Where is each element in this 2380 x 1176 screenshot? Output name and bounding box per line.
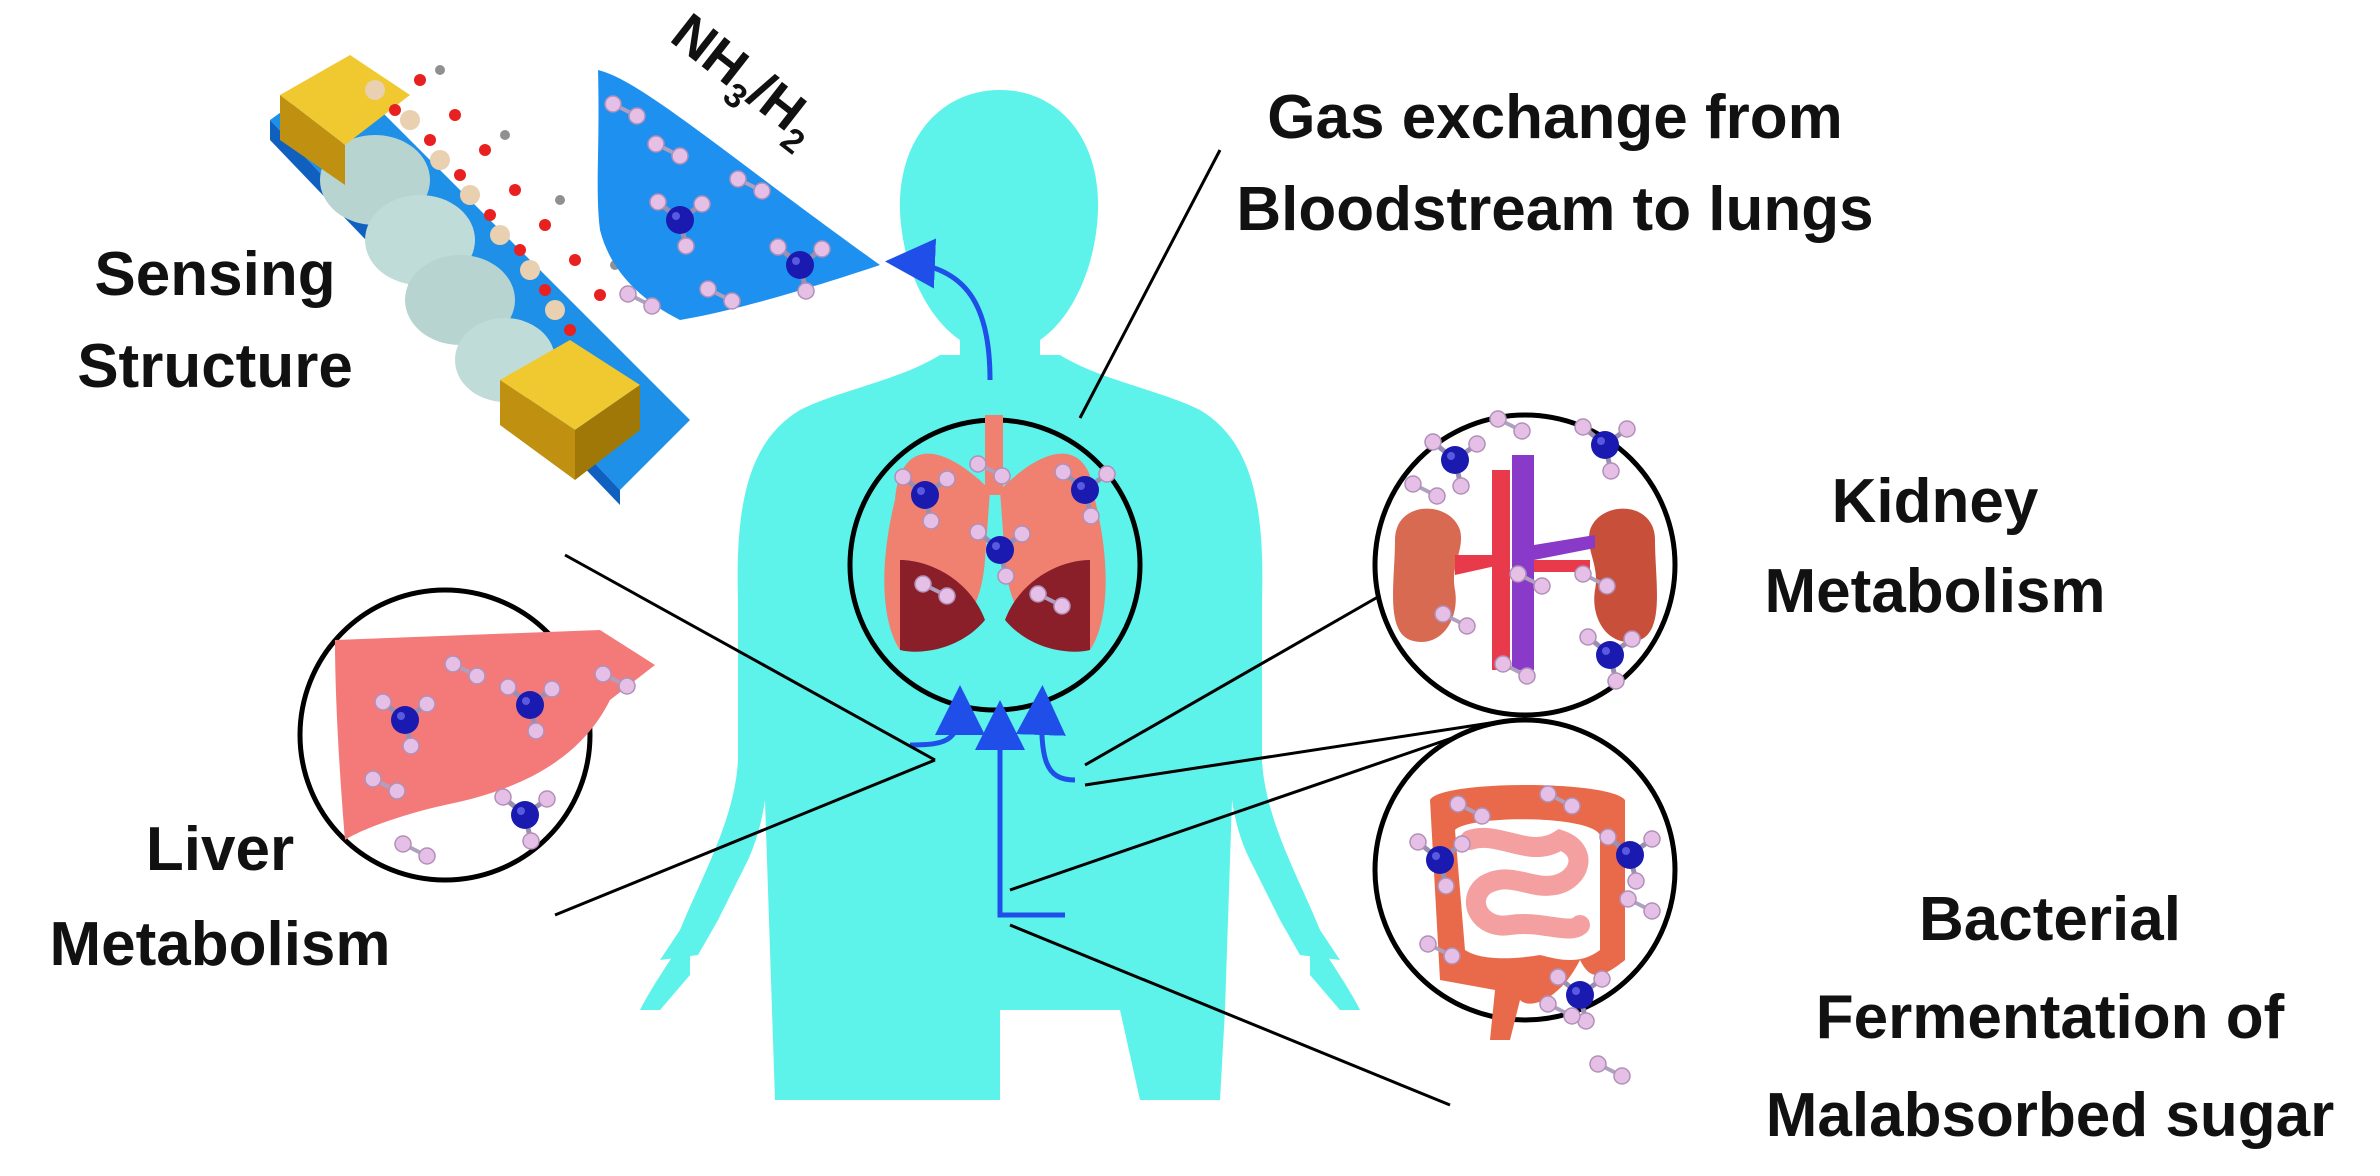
lungs-circle [847, 415, 1143, 713]
gas-exchange-label: Gas exchange from Bloodstream to lungs [1236, 83, 1873, 244]
kidney-metabolism-label: Kidney Metabolism [1764, 467, 2105, 626]
gas-exchange-line2: Bloodstream to lungs [1236, 175, 1873, 244]
bacterial-label-line2: Fermentation of [1816, 983, 2285, 1052]
sensing-structure-label: Sensing Structure [77, 240, 353, 401]
liver-circle [297, 587, 655, 883]
gas-wedge: NH3/H2 [597, 2, 880, 320]
liver-metabolism-label: Liver Metabolism [49, 815, 390, 979]
intestine-circle [1372, 717, 1678, 1086]
gas-exchange-line1: Gas exchange from [1267, 83, 1842, 152]
kidney-label-line1: Kidney [1832, 467, 2039, 536]
sensing-structure-illustration [270, 55, 690, 505]
hydrogen-molecule-icon [1588, 1054, 1632, 1086]
kidney-circle [1372, 409, 1678, 718]
liver-label-line2: Metabolism [49, 910, 390, 979]
bacterial-label-line3: Malabsorbed sugar [1766, 1081, 2334, 1150]
liver-label-line1: Liver [146, 815, 294, 884]
kidney-label-line2: Metabolism [1764, 557, 2105, 626]
flow-arrows [909, 685, 1076, 918]
exhale-arrow [885, 238, 993, 381]
sensing-label-line1: Sensing [94, 240, 335, 309]
sensing-label-line2: Structure [77, 332, 353, 401]
liver-icon [335, 630, 655, 840]
bacterial-fermentation-label: Bacterial Fermentation of Malabsorbed su… [1766, 885, 2334, 1150]
intestines-icon [1430, 785, 1625, 1040]
callout-lines [554, 149, 1511, 1107]
bacterial-label-line1: Bacterial [1919, 885, 2181, 954]
